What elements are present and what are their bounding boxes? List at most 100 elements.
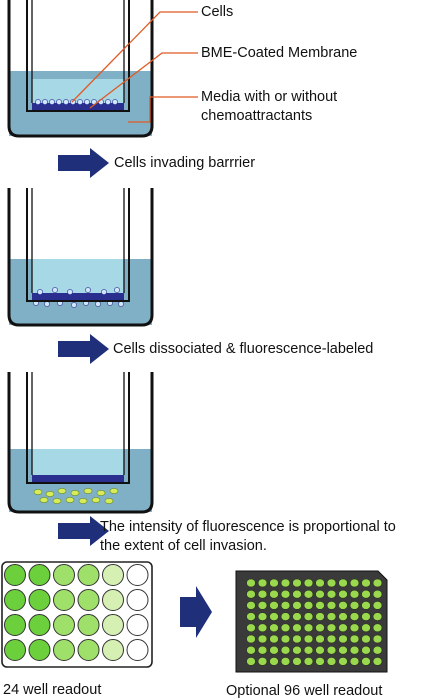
plate-96-well-cell	[292, 612, 302, 621]
label-media-line2: chemoattractants	[201, 108, 313, 124]
plate-24-well-cell	[4, 564, 26, 586]
plate-96-well-cell	[280, 645, 291, 655]
plate-96-well-cell	[349, 578, 360, 588]
plate-96-well-cell	[315, 612, 325, 621]
readout-24-label: 24 well readout	[3, 682, 102, 698]
plate-24-well-cell	[53, 639, 75, 661]
plate-96-well-cell	[257, 601, 268, 610]
plate-24-well-cell	[4, 614, 26, 636]
plate-96-well-cell	[361, 612, 371, 621]
plate-24-well-cell	[102, 614, 124, 636]
leader-cells	[71, 11, 198, 103]
plate-96-well-cell	[269, 634, 279, 644]
plate-96-well-cell	[361, 578, 371, 588]
plate-96-well-cell	[303, 578, 314, 588]
plate-96-well-cell	[246, 657, 256, 666]
plate-24-well-cell	[4, 639, 26, 661]
plate-96-well-cell	[361, 623, 371, 633]
plate-96-well-cell	[246, 634, 256, 644]
panel-1-membrane	[32, 103, 124, 111]
plate-24-well-cell	[53, 614, 75, 636]
panel-3-labeled-cells	[33, 488, 119, 504]
leader-membrane	[89, 52, 198, 109]
step-2-text: Cells dissociated & fluorescence-labeled	[113, 341, 374, 357]
plate-96-well-cell	[280, 634, 291, 644]
plate-96-well-cell	[315, 578, 325, 588]
plate-96-wells	[246, 578, 383, 666]
plate-96-well-cell	[326, 612, 337, 621]
plate-96-well-cell	[326, 634, 337, 644]
plate-96-well-cell	[326, 657, 337, 666]
plate-96-well-cell	[315, 589, 325, 599]
plate-24-well-cell	[126, 564, 149, 586]
plate-24-well	[1, 561, 153, 668]
plate-96-well-cell	[372, 657, 383, 666]
panel-1-cells	[35, 99, 118, 105]
plate-96-well-cell	[338, 623, 348, 633]
label-membrane: BME-Coated Membrane	[201, 45, 358, 61]
plate-96-well-cell	[372, 612, 383, 621]
plate-96-well-cell	[246, 623, 256, 633]
plate-96-well-cell	[257, 623, 268, 633]
plate-96-well-cell	[372, 589, 383, 599]
plate-96-well-cell	[372, 601, 383, 610]
plate-24-well-cell	[77, 564, 100, 586]
plate-96-well-cell	[303, 623, 314, 633]
plate-96-well-cell	[303, 645, 314, 655]
plate-96-well-cell	[338, 657, 348, 666]
plate-96-well-cell	[246, 601, 256, 610]
plate-96-well-cell	[257, 657, 268, 666]
plate-96-well-cell	[280, 589, 291, 599]
readout-96-label: Optional 96 well readout	[226, 683, 383, 699]
plate-96-well-cell	[361, 601, 371, 610]
plate-96-well-cell	[326, 623, 337, 633]
step-1-text: Cells invading barrrier	[114, 155, 256, 171]
plate-24-well-cell	[102, 564, 124, 586]
plate-96-well-cell	[280, 601, 291, 610]
plate-96-well-cell	[326, 601, 337, 610]
plate-96-well-cell	[269, 589, 279, 599]
plate-96-well-cell	[349, 623, 360, 633]
plate-96-well-cell	[292, 601, 302, 610]
step-arrow-1	[58, 148, 109, 178]
plate-96-well-cell	[246, 578, 256, 588]
plate-96-well-cell	[303, 601, 314, 610]
plate-96-well-cell	[292, 645, 302, 655]
plate-24-well-cell	[102, 589, 124, 611]
plate-96-well-cell	[269, 657, 279, 666]
step-arrow-2	[58, 334, 109, 364]
plate-96-well	[235, 570, 388, 673]
plate-24-wells	[4, 564, 149, 661]
plate-24-well-cell	[126, 639, 149, 661]
panel-2-membrane	[32, 293, 124, 301]
plate-96-well-cell	[269, 612, 279, 621]
plate-96-well-cell	[338, 612, 348, 621]
plate-96-well-cell	[338, 645, 348, 655]
plate-96-well-cell	[269, 623, 279, 633]
plate-96-well-cell	[303, 634, 314, 644]
plate-24-well-cell	[126, 614, 149, 636]
plate-96-well-cell	[338, 634, 348, 644]
step-3-text-line2: the extent of cell invasion.	[100, 538, 267, 554]
plate-96-well-cell	[361, 657, 371, 666]
plate-96-well-cell	[269, 578, 279, 588]
plate-24-well-cell	[28, 639, 51, 661]
plate-96-well-cell	[292, 623, 302, 633]
leader-lines	[71, 11, 198, 123]
plate-96-well-cell	[326, 589, 337, 599]
panel-1-outer-well-wall	[7, 0, 154, 138]
plate-96-well-cell	[372, 623, 383, 633]
plate-24-well-cell	[28, 614, 51, 636]
plate-96-well-cell	[246, 612, 256, 621]
plate-96-well-cell	[361, 645, 371, 655]
label-cells: Cells	[201, 4, 234, 20]
plate-96-well-cell	[280, 612, 291, 621]
plate-24-well-cell	[126, 589, 149, 611]
plate-96-well-cell	[257, 634, 268, 644]
plate-96-well-cell	[269, 601, 279, 610]
plate-96-well-cell	[292, 589, 302, 599]
plate-96-well-cell	[349, 634, 360, 644]
plate-96-well-cell	[361, 589, 371, 599]
plate-96-well-cell	[315, 657, 325, 666]
